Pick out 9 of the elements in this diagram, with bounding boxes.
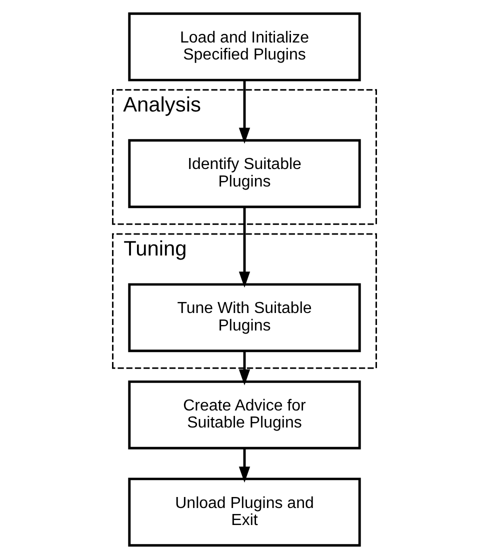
node-box: Load and Initialize Specified Plugins bbox=[128, 12, 360, 82]
node-box: Identify Suitable Plugins bbox=[128, 139, 360, 208]
arrow bbox=[238, 351, 250, 386]
arrow bbox=[238, 80, 250, 144]
arrow bbox=[238, 448, 250, 483]
node-box: Tune With Suitable Plugins bbox=[128, 283, 360, 352]
arrow bbox=[238, 207, 250, 288]
node-box: Create Advice for Suitable Plugins bbox=[128, 380, 360, 450]
node-box: Unload Plugins and Exit bbox=[128, 478, 360, 547]
